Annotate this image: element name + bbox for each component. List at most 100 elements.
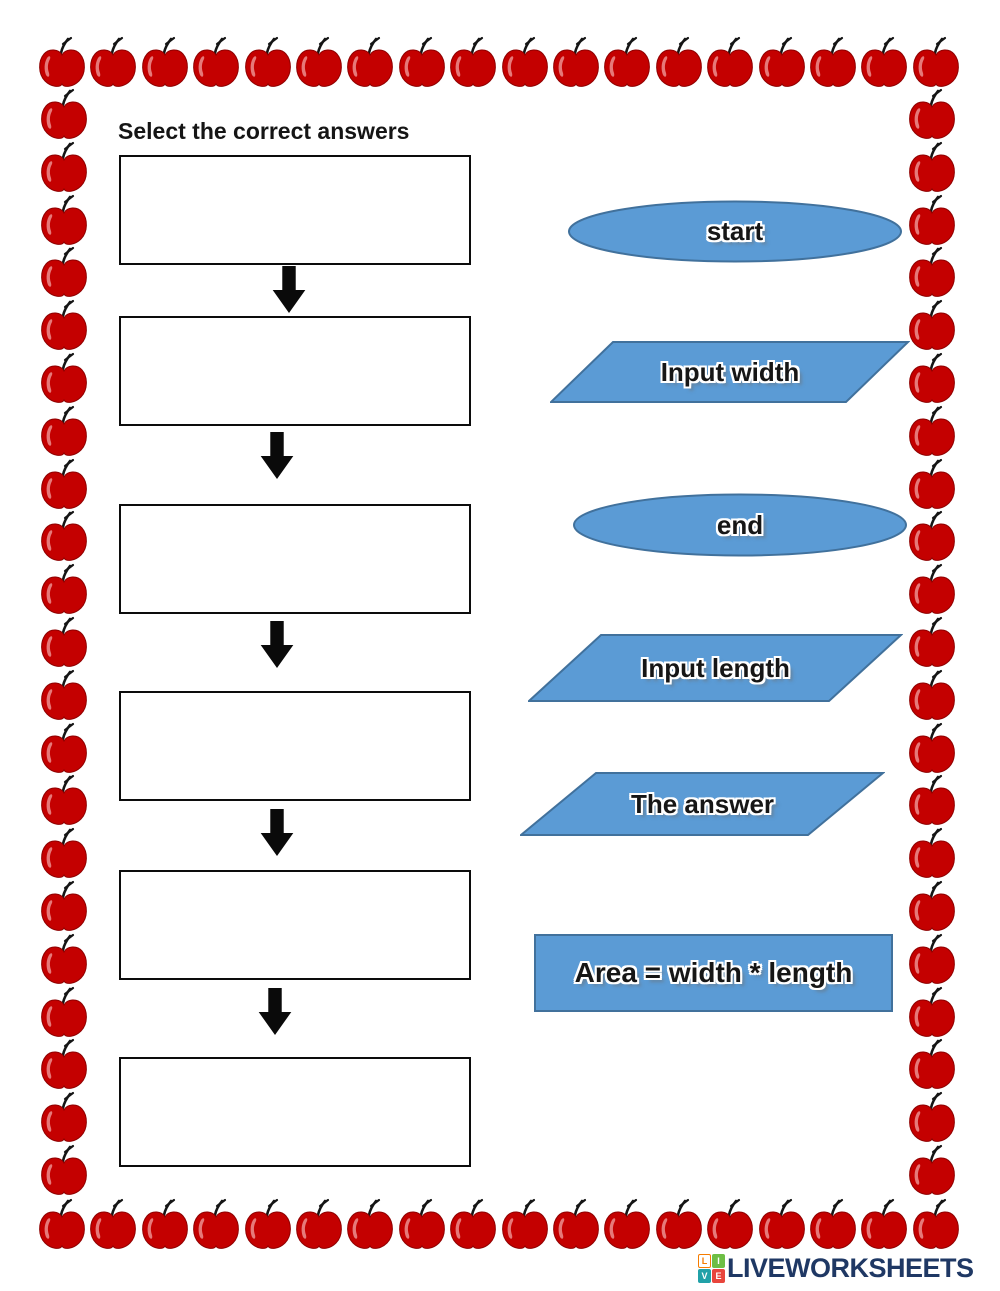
apple-icon bbox=[906, 352, 958, 404]
apple-icon bbox=[38, 774, 90, 826]
down-arrow-icon bbox=[259, 432, 295, 480]
flow-box-3[interactable] bbox=[119, 504, 471, 614]
flow-box-5[interactable] bbox=[119, 870, 471, 980]
liveworksheets-logo: L I V E LIVEWORKSHEETS bbox=[698, 1254, 974, 1283]
answer-input-length[interactable]: Input length bbox=[528, 634, 903, 703]
apple-icon bbox=[38, 827, 90, 879]
answer-input-length-label: Input length bbox=[641, 653, 790, 683]
apple-icon bbox=[36, 1198, 88, 1250]
apple-icon bbox=[906, 986, 958, 1038]
logo-letter-i: I bbox=[712, 1254, 725, 1268]
apple-icon bbox=[858, 36, 910, 88]
apple-icon bbox=[906, 88, 958, 140]
apple-icon bbox=[906, 1038, 958, 1090]
answer-start-label: start bbox=[706, 216, 764, 246]
apple-icon bbox=[756, 36, 808, 88]
apple-icon bbox=[293, 1198, 345, 1250]
apple-icon bbox=[38, 563, 90, 615]
apple-icon bbox=[38, 141, 90, 193]
apple-icon bbox=[396, 36, 448, 88]
apple-icon bbox=[756, 1198, 808, 1250]
apple-icon bbox=[910, 36, 962, 88]
apple-icon bbox=[38, 194, 90, 246]
apple-icon bbox=[293, 36, 345, 88]
apple-icon bbox=[906, 510, 958, 562]
apple-icon bbox=[906, 194, 958, 246]
apple-icon bbox=[906, 1091, 958, 1143]
apple-icon bbox=[38, 405, 90, 457]
apple-icon bbox=[906, 827, 958, 879]
answer-area-formula[interactable]: Area = width * length bbox=[534, 934, 893, 1012]
apple-icon bbox=[550, 36, 602, 88]
apple-icon bbox=[38, 1144, 90, 1196]
apple-icon bbox=[499, 1198, 551, 1250]
down-arrow-icon bbox=[259, 621, 295, 669]
apple-icon bbox=[38, 458, 90, 510]
apple-icon bbox=[38, 299, 90, 351]
apple-icon bbox=[807, 1198, 859, 1250]
apple-icon bbox=[38, 1091, 90, 1143]
answer-end[interactable]: end bbox=[572, 493, 908, 557]
apple-icon bbox=[906, 774, 958, 826]
apple-icon bbox=[653, 36, 705, 88]
answer-input-width-label: Input width bbox=[660, 357, 800, 387]
apple-icon bbox=[906, 616, 958, 668]
apple-icon bbox=[704, 1198, 756, 1250]
apple-icon bbox=[807, 36, 859, 88]
apple-icon bbox=[344, 1198, 396, 1250]
apple-icon bbox=[38, 1038, 90, 1090]
apple-icon bbox=[499, 36, 551, 88]
flow-box-2[interactable] bbox=[119, 316, 471, 426]
apple-icon bbox=[906, 722, 958, 774]
down-arrow-icon bbox=[271, 266, 307, 314]
apple-icon bbox=[601, 36, 653, 88]
apple-icon bbox=[550, 1198, 602, 1250]
apple-icon bbox=[906, 246, 958, 298]
apple-icon bbox=[906, 299, 958, 351]
logo-letter-e: E bbox=[712, 1269, 725, 1283]
apple-icon bbox=[906, 405, 958, 457]
apple-icon bbox=[704, 36, 756, 88]
apple-icon bbox=[910, 1198, 962, 1250]
apple-icon bbox=[139, 1198, 191, 1250]
apple-icon bbox=[190, 36, 242, 88]
flow-box-4[interactable] bbox=[119, 691, 471, 801]
apple-icon bbox=[87, 1198, 139, 1250]
answer-area-formula-label: Area = width * length bbox=[574, 957, 853, 988]
apple-icon bbox=[38, 933, 90, 985]
apple-icon bbox=[38, 880, 90, 932]
apple-icon bbox=[38, 88, 90, 140]
answer-the-answer[interactable]: The answer bbox=[520, 772, 885, 837]
logo-letter-v: V bbox=[698, 1269, 711, 1283]
logo-letter-l: L bbox=[698, 1254, 711, 1268]
page-title: Select the correct answers bbox=[118, 118, 410, 144]
apple-icon bbox=[601, 1198, 653, 1250]
apple-icon bbox=[906, 669, 958, 721]
apple-icon bbox=[38, 510, 90, 562]
apple-icon bbox=[653, 1198, 705, 1250]
flow-box-6[interactable] bbox=[119, 1057, 471, 1167]
apple-icon bbox=[906, 458, 958, 510]
flow-box-1[interactable] bbox=[119, 155, 471, 265]
apple-icon bbox=[344, 36, 396, 88]
apple-icon bbox=[858, 1198, 910, 1250]
apple-icon bbox=[396, 1198, 448, 1250]
apple-icon bbox=[906, 141, 958, 193]
apple-icon bbox=[447, 36, 499, 88]
apple-icon bbox=[906, 563, 958, 615]
apple-icon bbox=[38, 246, 90, 298]
answer-the-answer-label: The answer bbox=[630, 789, 775, 819]
apple-icon bbox=[242, 1198, 294, 1250]
apple-icon bbox=[139, 36, 191, 88]
apple-icon bbox=[38, 352, 90, 404]
apple-icon bbox=[906, 933, 958, 985]
apple-icon bbox=[38, 986, 90, 1038]
apple-icon bbox=[906, 880, 958, 932]
apple-icon bbox=[906, 1144, 958, 1196]
apple-icon bbox=[36, 36, 88, 88]
answer-input-width[interactable]: Input width bbox=[550, 341, 910, 404]
apple-icon bbox=[190, 1198, 242, 1250]
answer-start[interactable]: start bbox=[567, 200, 903, 263]
